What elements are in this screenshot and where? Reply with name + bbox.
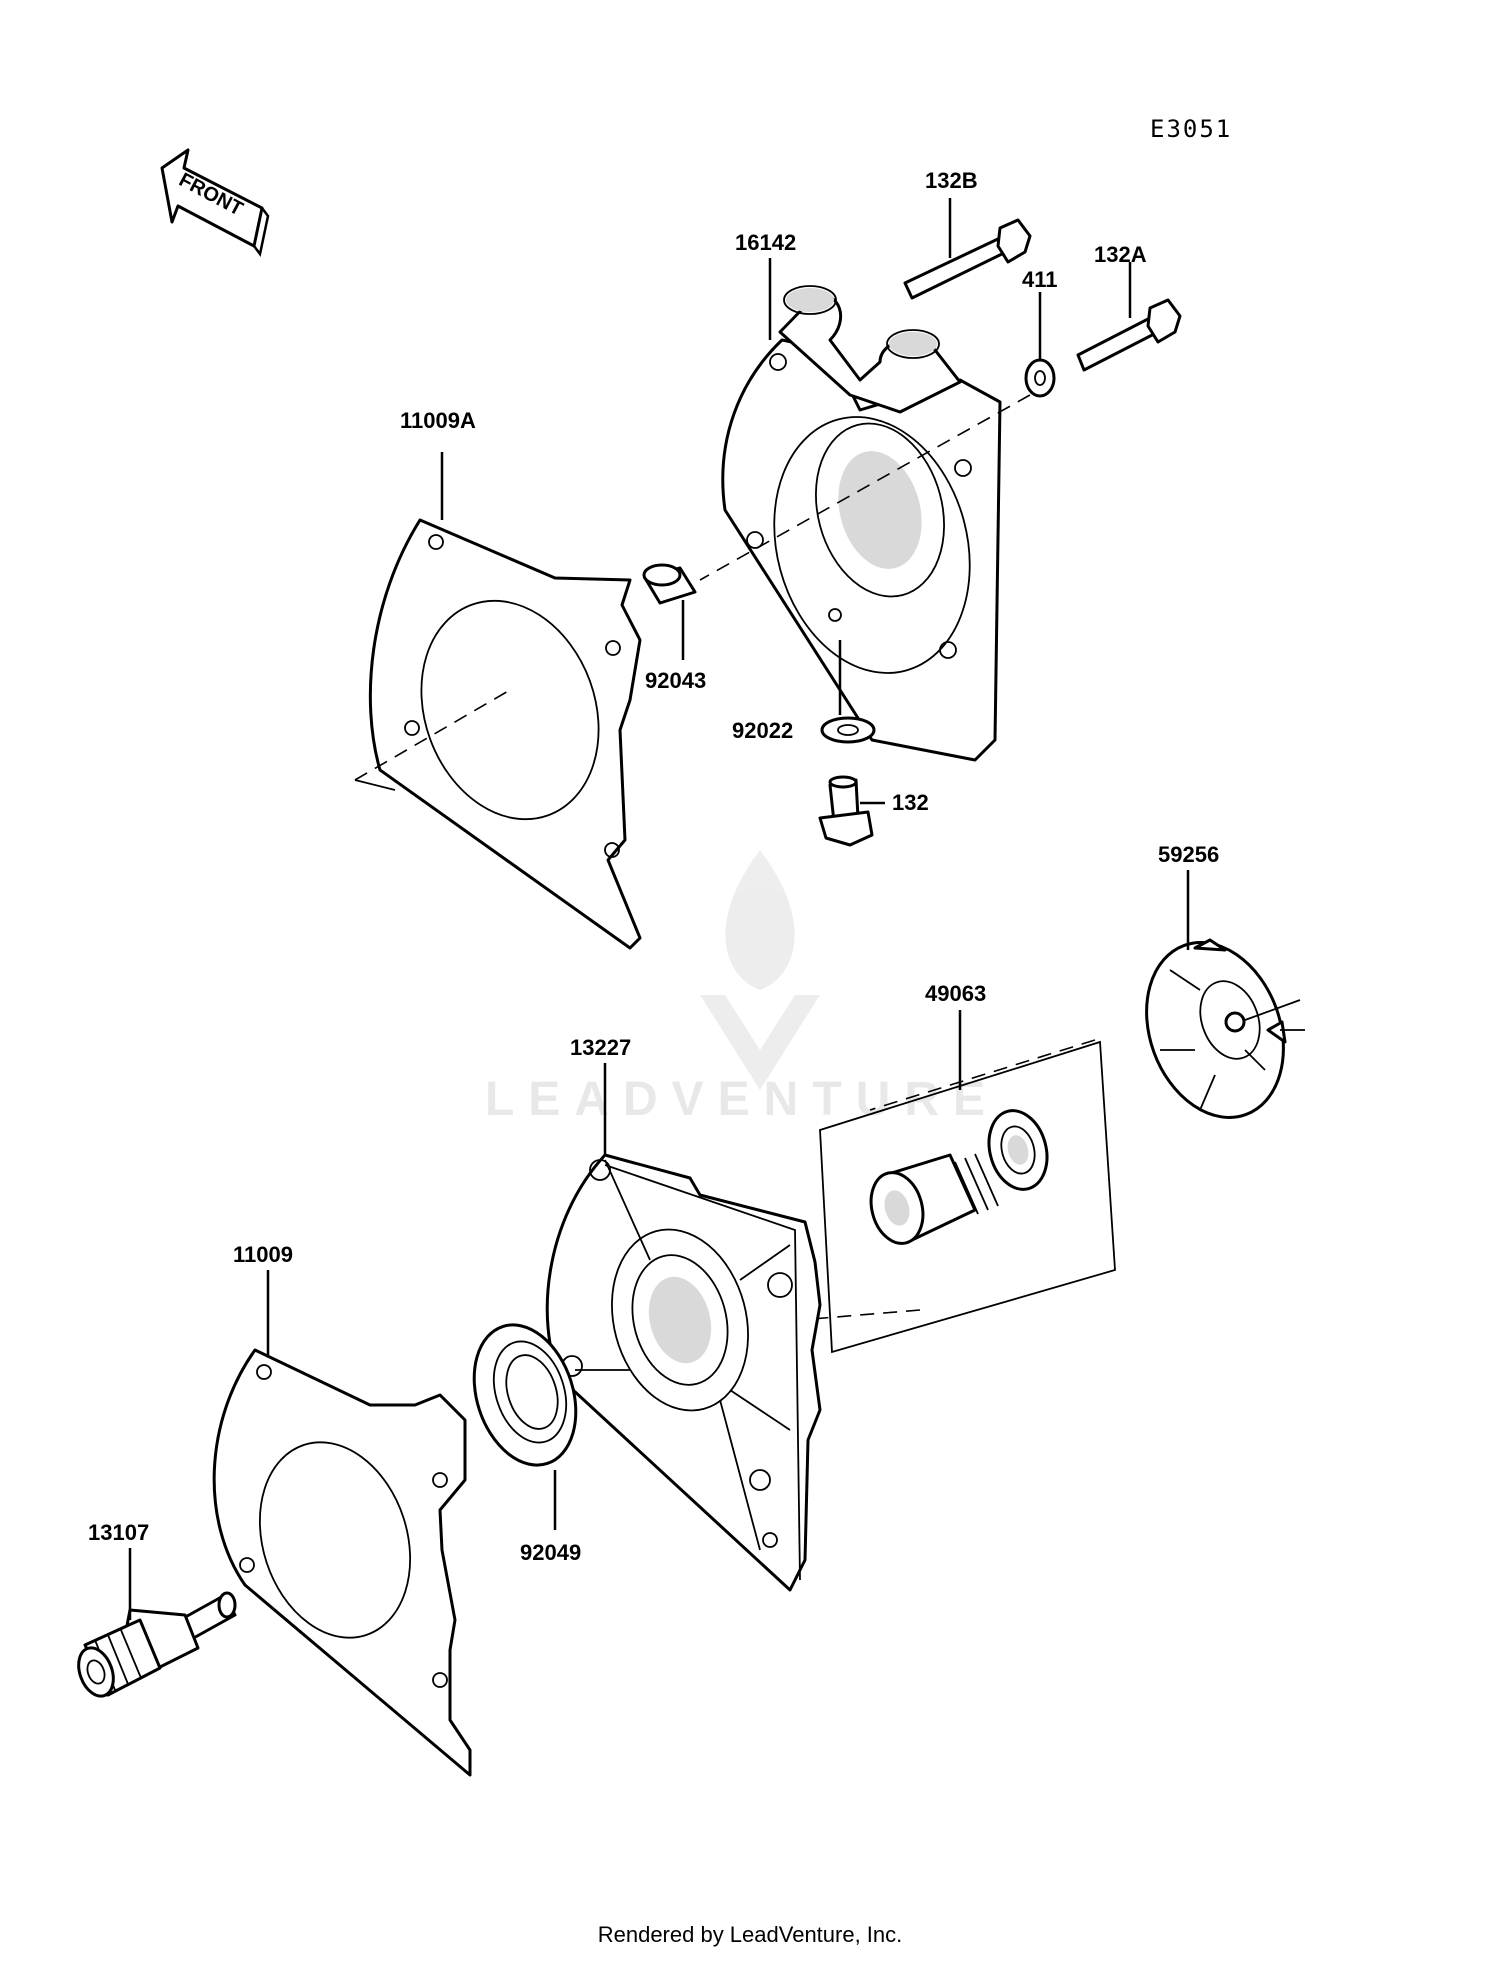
- impeller-59256: [1145, 938, 1287, 1119]
- dowel-pin-92043: [642, 563, 697, 605]
- label-59256: 59256: [1158, 842, 1219, 867]
- fitting-13107: [77, 1591, 237, 1698]
- gasket-11009: [212, 1348, 472, 1777]
- label-13107: 13107: [88, 1520, 149, 1545]
- oil-seal-92049: [472, 1323, 578, 1467]
- seal-kit-49063: [819, 1040, 1116, 1354]
- drawing-code: E3051: [1150, 115, 1232, 143]
- label-132B: 132B: [925, 168, 978, 193]
- pump-cover-16142: [721, 285, 1002, 762]
- leadventure-watermark: LEADVENTURE: [485, 850, 999, 1126]
- label-92022: 92022: [732, 718, 793, 743]
- label-16142: 16142: [735, 230, 796, 255]
- washer-411: [1024, 358, 1056, 398]
- label-49063: 49063: [925, 981, 986, 1006]
- footer-credit: Rendered by LeadVenture, Inc.: [597, 1922, 903, 1947]
- label-92043: 92043: [645, 668, 706, 693]
- gasket-11009A: [368, 518, 642, 950]
- washer-92022: [820, 716, 876, 744]
- front-arrow-icon: FRONT: [160, 148, 270, 257]
- bolt-132B: [903, 218, 1032, 300]
- label-13227: 13227: [570, 1035, 631, 1060]
- watermark-text: LEADVENTURE: [485, 1073, 999, 1126]
- label-411: 411: [1022, 267, 1058, 292]
- label-92049: 92049: [520, 1540, 581, 1565]
- bolt-132A: [1076, 298, 1182, 372]
- bolt-132: [818, 775, 874, 847]
- label-11009: 11009: [233, 1242, 293, 1267]
- label-132: 132: [892, 790, 929, 815]
- label-132A: 132A: [1094, 242, 1147, 267]
- pump-body-13227: [545, 1153, 822, 1592]
- label-11009A: 11009A: [400, 408, 476, 433]
